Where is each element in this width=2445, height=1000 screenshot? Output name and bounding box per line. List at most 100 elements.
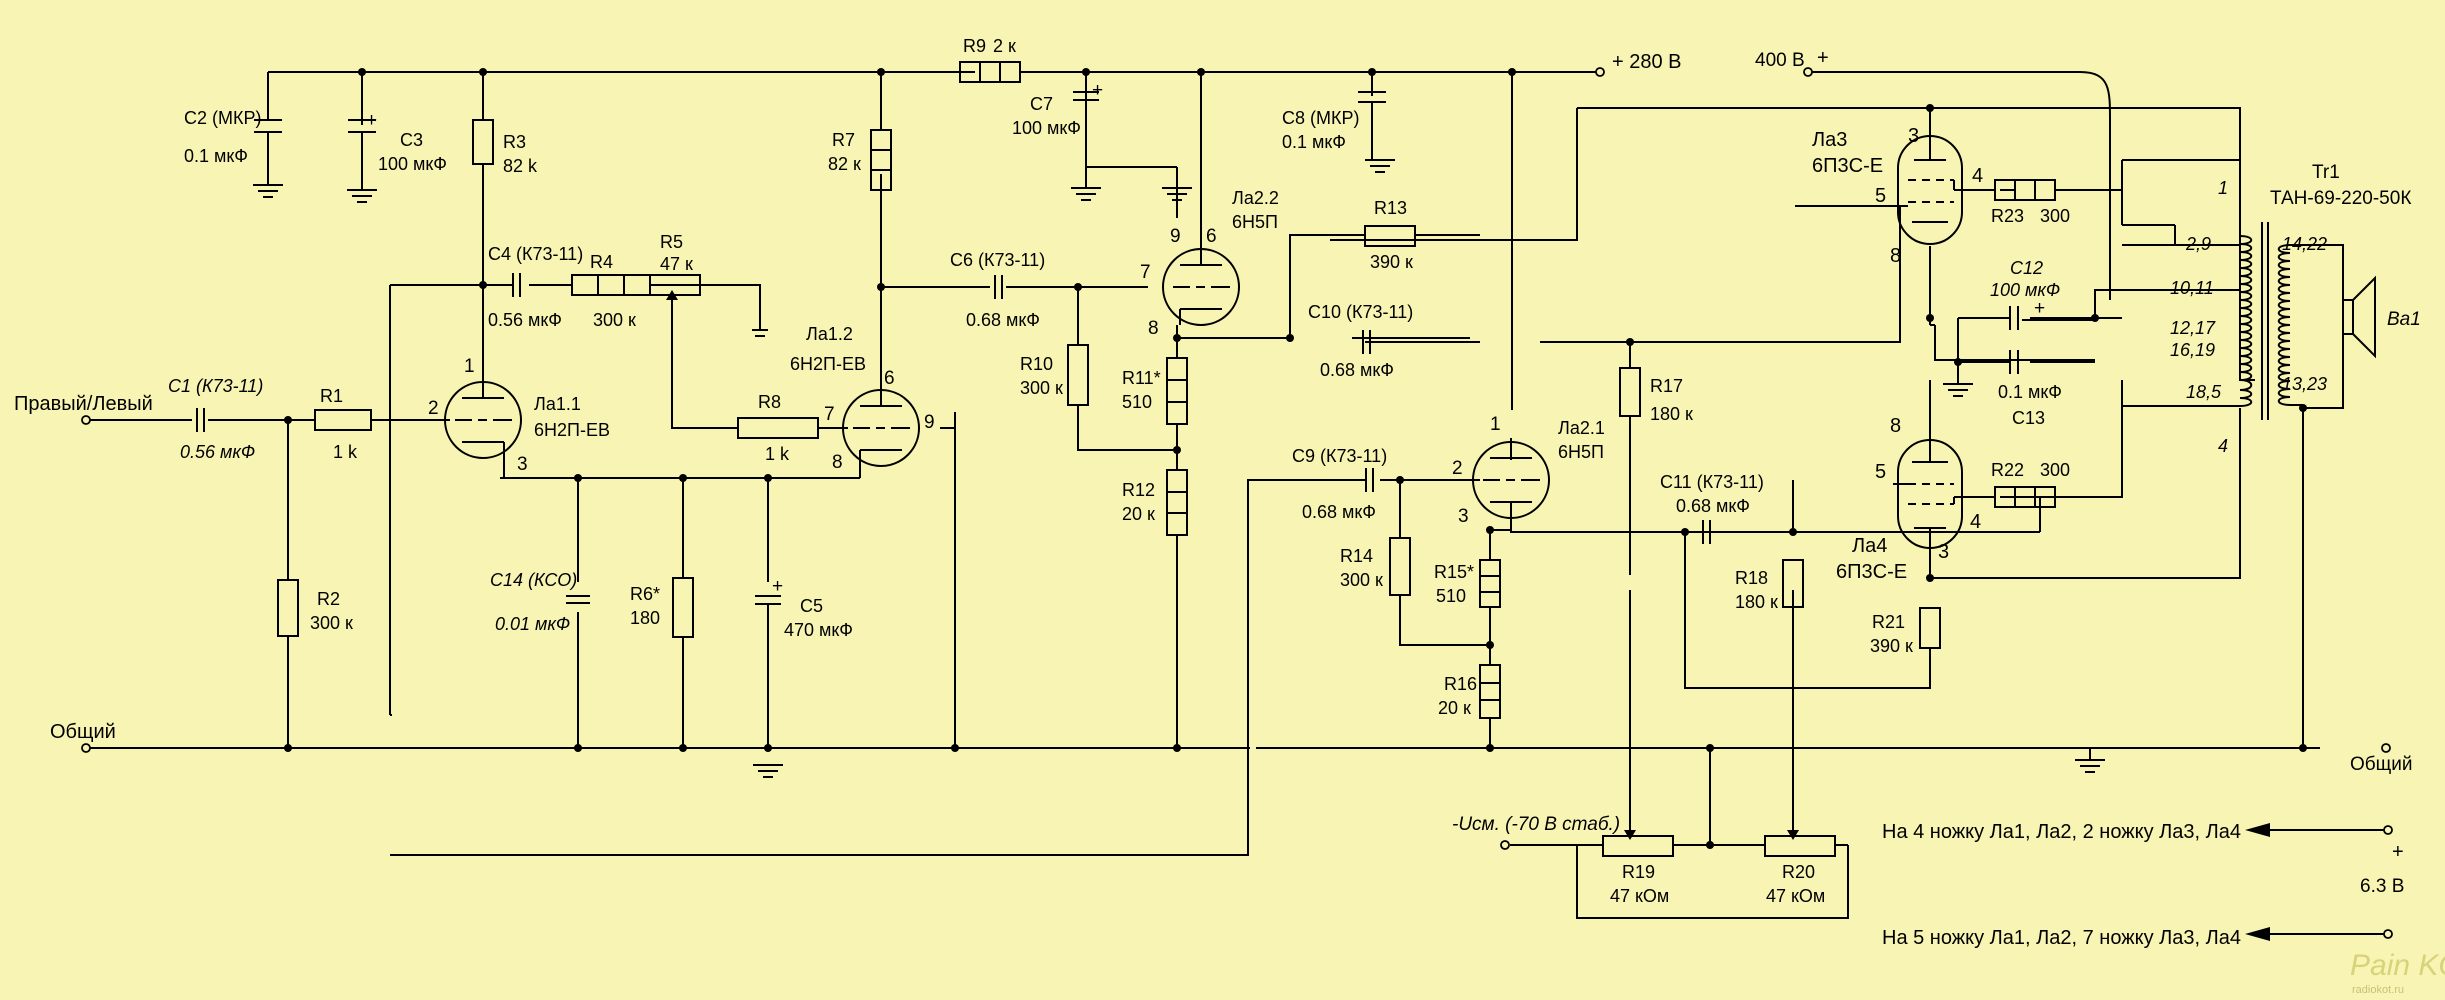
resistors-R11-value-label: 510 [1122, 392, 1152, 412]
pins-la22_cathode-label: 8 [1148, 318, 1159, 339]
pins-la12_anode-label: 6 [884, 368, 895, 389]
pins-la4_screen-label: 4 [1970, 511, 1981, 533]
capacitors-C14-name-label: C14 (КСО) [490, 570, 577, 590]
pins-la12_grid-label: 7 [824, 404, 835, 425]
pins-la3_cathode-label: 8 [1890, 245, 1901, 267]
resistors-R17-name-label: R17 [1650, 376, 1683, 396]
capacitors-C3-value-label: 100 мкФ [378, 154, 447, 174]
capacitors-C9-name-label: C9 (К73-11) [1292, 446, 1387, 466]
pins-la21_cathode-label: 3 [1458, 506, 1469, 527]
resistors-R14-name-label: R14 [1340, 546, 1373, 566]
capacitors-C5-value-label: 470 мкФ [784, 620, 853, 640]
resistors-R7-name-label: R7 [832, 130, 855, 150]
tubes-La11-name-label: Ла1.1 [534, 394, 581, 414]
capacitors-C13-value-label: 0.1 мкФ [1998, 382, 2062, 402]
capacitors-C12-name-label: C12 [2010, 258, 2043, 278]
resistors-R23-value-label: 300 [2040, 206, 2070, 226]
transformer-type-label: ТАН-69-220-50К [2270, 188, 2411, 209]
resistors-R10-name-label: R10 [1020, 354, 1053, 374]
capacitors-C14-value-label: 0.01 мкФ [495, 614, 570, 634]
transformer-taps-p1-label: 1 [2218, 178, 2228, 198]
capacitors-C7-value-label: 100 мкФ [1012, 118, 1081, 138]
pins-la3_screen-label: 4 [1972, 165, 1983, 187]
note-pin4: На 4 ножку Ла1, Ла2, 2 ножку Ла3, Ла4 [1882, 821, 2241, 843]
capacitors-C8-name-label: C8 (МКР) [1282, 108, 1359, 128]
ground-label-left: Общий [50, 721, 116, 743]
pins-la12_cathode-label: 8 [832, 452, 843, 473]
capacitors-C10-name-label: C10 (К73-11) [1308, 302, 1413, 322]
resistors-R19-name-label: R19 [1622, 862, 1655, 882]
tubes-La4-type-label: 6П3С-Е [1836, 561, 1907, 583]
capacitors-C2-name-label: C2 (МКР) [184, 108, 261, 128]
tube-la22 [1162, 245, 1240, 340]
transformer-taps-p4-label: 4 [2218, 436, 2228, 456]
tubes-La4-name-label: Ла4 [1852, 535, 1887, 557]
resistors-R6-name-label: R6* [630, 584, 660, 604]
pins-la22_anode-label: 6 [1206, 226, 1217, 247]
resistors-R3-value-label: 82 k [503, 156, 538, 176]
resistors-R1-name-label: R1 [320, 386, 343, 406]
resistors-R9-value-label: 2 к [993, 36, 1016, 56]
pins-la22_heater-label: 9 [1170, 226, 1181, 247]
resistors-R21-value-label: 390 к [1870, 636, 1913, 656]
resistors-R20-value-label: 47 кОм [1766, 886, 1825, 906]
tube-la4 [1893, 410, 1995, 556]
capacitors-C9-value-label: 0.68 мкФ [1302, 502, 1376, 522]
pins-la3_anode-label: 3 [1908, 125, 1919, 147]
wire-400v [1812, 71, 2111, 300]
heater-plus: + [2392, 841, 2404, 863]
capacitors-C13-name-label: C13 [2012, 408, 2045, 428]
capacitors-C4-value-label: 0.56 мкФ [488, 310, 562, 330]
tubes-La22-name-label: Ла2.2 [1232, 188, 1279, 208]
transformer-name-label: Tr1 [2312, 162, 2340, 183]
heater-arrows [2245, 823, 2384, 941]
resistors-R22-name-label: R22 [1991, 460, 2024, 480]
terminals [81, 67, 2393, 939]
transformer-taps-s1323-label: 13,23 [2282, 374, 2327, 394]
pins-la11_anode-label: 1 [464, 356, 475, 377]
tube-la21 [1472, 441, 1550, 530]
resistors-R8-value-label: 1 k [765, 444, 790, 464]
transformer-taps-p185-label: 18,5 [2186, 382, 2222, 402]
r5-wiper-arrow [666, 290, 678, 300]
transformer-taps-p1217-label: 12,17 [2170, 318, 2216, 338]
wires [90, 71, 2344, 919]
capacitors-C10-value-label: 0.68 мкФ [1320, 360, 1394, 380]
resistors-R15-name-label: R15* [1434, 562, 1474, 582]
transformer-taps-p29-label: 2,9 [2185, 234, 2211, 254]
capacitors-C1-name-label: C1 (К73-11) [168, 376, 263, 396]
resistors-R10-value-label: 300 к [1020, 378, 1063, 398]
resistors-R2-name-label: R2 [317, 589, 340, 609]
capacitors-C6-name-label: C6 (К73-11) [950, 250, 1045, 270]
resistors-R15-value-label: 510 [1436, 586, 1466, 606]
pins-la21_anode-label: 1 [1490, 414, 1501, 435]
bias-label: -Uсм. (-70 В стаб.) [1452, 814, 1620, 835]
resistors-R3-name-label: R3 [503, 132, 526, 152]
ground-symbols [253, 159, 2105, 778]
capacitors-C7-name-label: C7 [1030, 94, 1053, 114]
resistors-R18-name-label: R18 [1735, 568, 1768, 588]
tubes-La22-type-label: 6Н5П [1232, 212, 1278, 232]
resistors-R12-name-label: R12 [1122, 480, 1155, 500]
capacitors-C6-value-label: 0.68 мкФ [966, 310, 1040, 330]
capacitors-C2-value-label: 0.1 мкФ [184, 146, 248, 166]
transformer-taps-p1011-label: 10,11 [2170, 278, 2214, 298]
resistors-R9-name-label: R9 [963, 36, 986, 56]
transformer-tr1 [2095, 222, 2303, 420]
resistors-R1-value-label: 1 k [333, 442, 358, 462]
tubes-La3-type-label: 6П3С-Е [1812, 155, 1883, 177]
note-pin5: На 5 ножку Ла1, Ла2, 7 ножку Ла3, Ла4 [1882, 927, 2241, 949]
transformer-taps-s1422-label: 14,22 [2282, 234, 2327, 254]
c12-plus: + [2034, 298, 2045, 319]
tubes-La3-name-label: Ла3 [1812, 129, 1847, 151]
capacitors-C11-name-label: C11 (К73-11) [1660, 472, 1764, 492]
tubes-La21-name-label: Ла2.1 [1558, 418, 1605, 438]
resistors-R4-name-label: R4 [590, 252, 613, 272]
resistors-R13-name-label: R13 [1374, 198, 1407, 218]
watermark-site: radiokot.ru [2352, 984, 2404, 996]
capacitors-C4-name-label: C4 (К73-11) [488, 244, 583, 264]
resistors-R17-value-label: 180 к [1650, 404, 1693, 424]
capacitors-C5-name-label: C5 [800, 596, 823, 616]
tubes-La11-type-label: 6Н2П-ЕВ [534, 420, 610, 440]
